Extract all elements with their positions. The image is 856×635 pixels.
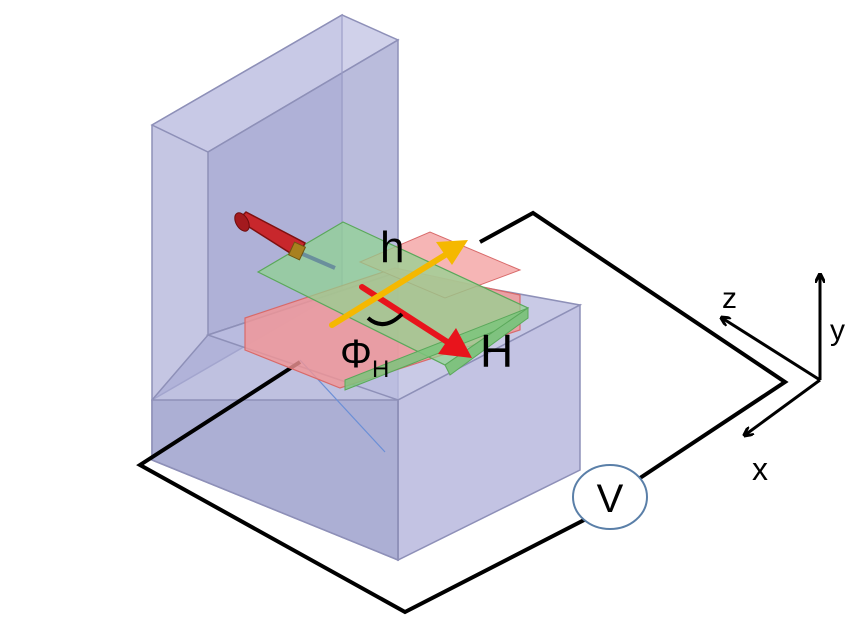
probe-shaft	[297, 250, 336, 270]
field-arrows	[329, 240, 472, 358]
green-strip	[444, 307, 529, 376]
H-arrow-head	[438, 328, 472, 358]
axis-z-line	[722, 318, 821, 382]
voltmeter-circle	[572, 464, 648, 530]
voltmeter: V	[572, 464, 648, 530]
H-label: H	[480, 325, 513, 377]
measurement-circuit: V	[136, 210, 789, 615]
axis-y-label: y	[830, 314, 845, 347]
axis-z-label: z	[722, 282, 737, 315]
circuit-wire-right	[479, 210, 789, 480]
probe-clamp	[287, 241, 307, 261]
phi-label: Φ	[340, 332, 372, 376]
h-arrow-shaft	[329, 249, 453, 328]
phi-subscript: H	[372, 356, 389, 383]
axis-x-label: x	[752, 451, 768, 487]
probe-tip	[234, 212, 250, 232]
angle-arc	[366, 312, 404, 326]
axis-x-line	[745, 378, 821, 435]
circuit-wire	[136, 360, 589, 615]
voltmeter-label: V	[597, 477, 624, 521]
holder-base-side	[151, 399, 399, 562]
h-label: h	[380, 223, 404, 272]
sample-sheets	[244, 221, 530, 391]
h-arrow-head	[436, 240, 468, 265]
coordinate-axes: y z x	[722, 275, 845, 487]
probe-rod	[234, 211, 336, 270]
